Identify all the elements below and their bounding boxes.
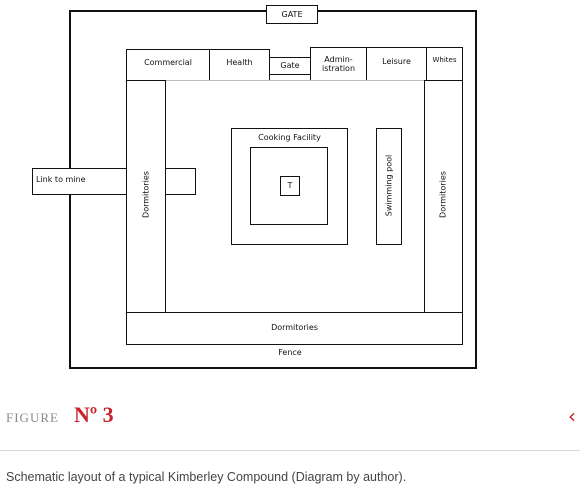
commercial-label: Commercial (144, 58, 192, 68)
administration-label-line1: Admin- (324, 54, 353, 64)
chevron-left-icon[interactable]: ‹ (568, 404, 576, 428)
swimming-pool-box (376, 128, 402, 245)
whites-label: Whites (432, 55, 457, 64)
link-to-mine-box (32, 168, 196, 195)
health-box (209, 49, 270, 81)
gate-top-label: GATE (281, 9, 303, 19)
caption-divider (0, 450, 580, 451)
leisure-label: Leisure (382, 57, 411, 67)
health-label: Health (226, 58, 253, 68)
dormitories-right-label: Dormitories (438, 171, 448, 218)
figure-heading: FIGURE Nº 3 ‹ (6, 402, 580, 432)
dormitories-bottom-box (126, 312, 463, 345)
figure-word: FIGURE (6, 410, 59, 425)
dormitories-left-label: Dormitories (141, 171, 151, 218)
whites-box (426, 47, 463, 81)
gate-top-box (266, 5, 318, 24)
dormitories-right-box (424, 80, 463, 314)
cooking-facility-label: Cooking Facility (258, 133, 321, 143)
inner-gate-label: Gate (280, 61, 300, 71)
dormitories-left-box (126, 80, 166, 314)
dormitories-bottom-label: Dormitories (271, 322, 318, 332)
figure-number: Nº 3 (74, 402, 114, 427)
administration-label: Admin- istration (310, 47, 367, 81)
administration-label-line2: istration (321, 64, 356, 73)
fence-label: Fence (278, 348, 302, 358)
swimming-pool-label: Swimming pool (384, 154, 394, 217)
t-box (280, 176, 300, 196)
link-to-mine-label: Link to mine (36, 175, 86, 185)
figure-caption: Schematic layout of a typical Kimberley … (6, 470, 407, 484)
t-label: T (287, 181, 293, 191)
